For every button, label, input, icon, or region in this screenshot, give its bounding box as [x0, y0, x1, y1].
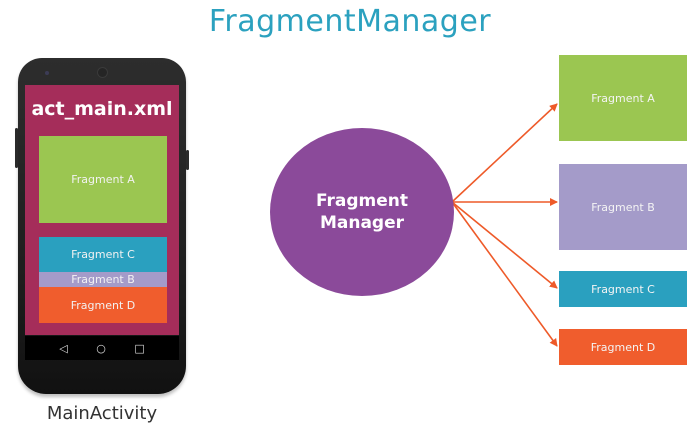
phone-side-button-right [186, 150, 189, 170]
arrow-to-fragment-d [451, 201, 558, 347]
target-fragment-a: Fragment A [559, 55, 687, 141]
phone-fragment-d: Fragment D [39, 287, 167, 323]
phone-screen: act_main.xml Fragment A Fragment C Fragm… [25, 85, 179, 335]
phone-fragment-a: Fragment A [39, 136, 167, 223]
target-fragment-d: Fragment D [559, 329, 687, 365]
target-fragment-b: Fragment B [559, 164, 687, 250]
fragment-label: Fragment C [71, 248, 135, 261]
phone-sensor-icon [45, 71, 49, 75]
fragment-label: Fragment B [591, 200, 655, 214]
manager-label-line2: Manager [319, 213, 405, 233]
fragment-label: Fragment C [591, 282, 655, 296]
manager-label-line1: Fragment [315, 191, 409, 211]
fragment-label: Fragment D [590, 340, 656, 354]
phone-side-button-left [15, 128, 18, 168]
fragment-label: Fragment A [591, 91, 655, 105]
phone-fragment-b: Fragment B [39, 272, 167, 287]
phone-mockup: act_main.xml Fragment A Fragment C Fragm… [15, 58, 189, 394]
arrow-to-fragment-a [451, 103, 558, 203]
back-icon[interactable]: ◁ [59, 341, 68, 355]
fragment-label: Fragment B [71, 273, 135, 286]
target-fragment-c: Fragment C [559, 271, 687, 307]
fragment-label: Fragment D [70, 298, 136, 312]
arrow-to-fragment-c [451, 201, 558, 289]
page-title: FragmentManager [208, 4, 492, 39]
phone-nav-bar: ◁ ○ □ [25, 336, 179, 360]
recents-icon[interactable]: □ [134, 341, 145, 355]
home-icon[interactable]: ○ [96, 341, 106, 355]
phone-fragment-c: Fragment C [39, 237, 167, 272]
phone-camera-icon [97, 67, 108, 78]
layout-label: act_main.xml [31, 98, 173, 120]
fragment-label: Fragment A [71, 173, 135, 186]
activity-caption: MainActivity [46, 403, 158, 424]
